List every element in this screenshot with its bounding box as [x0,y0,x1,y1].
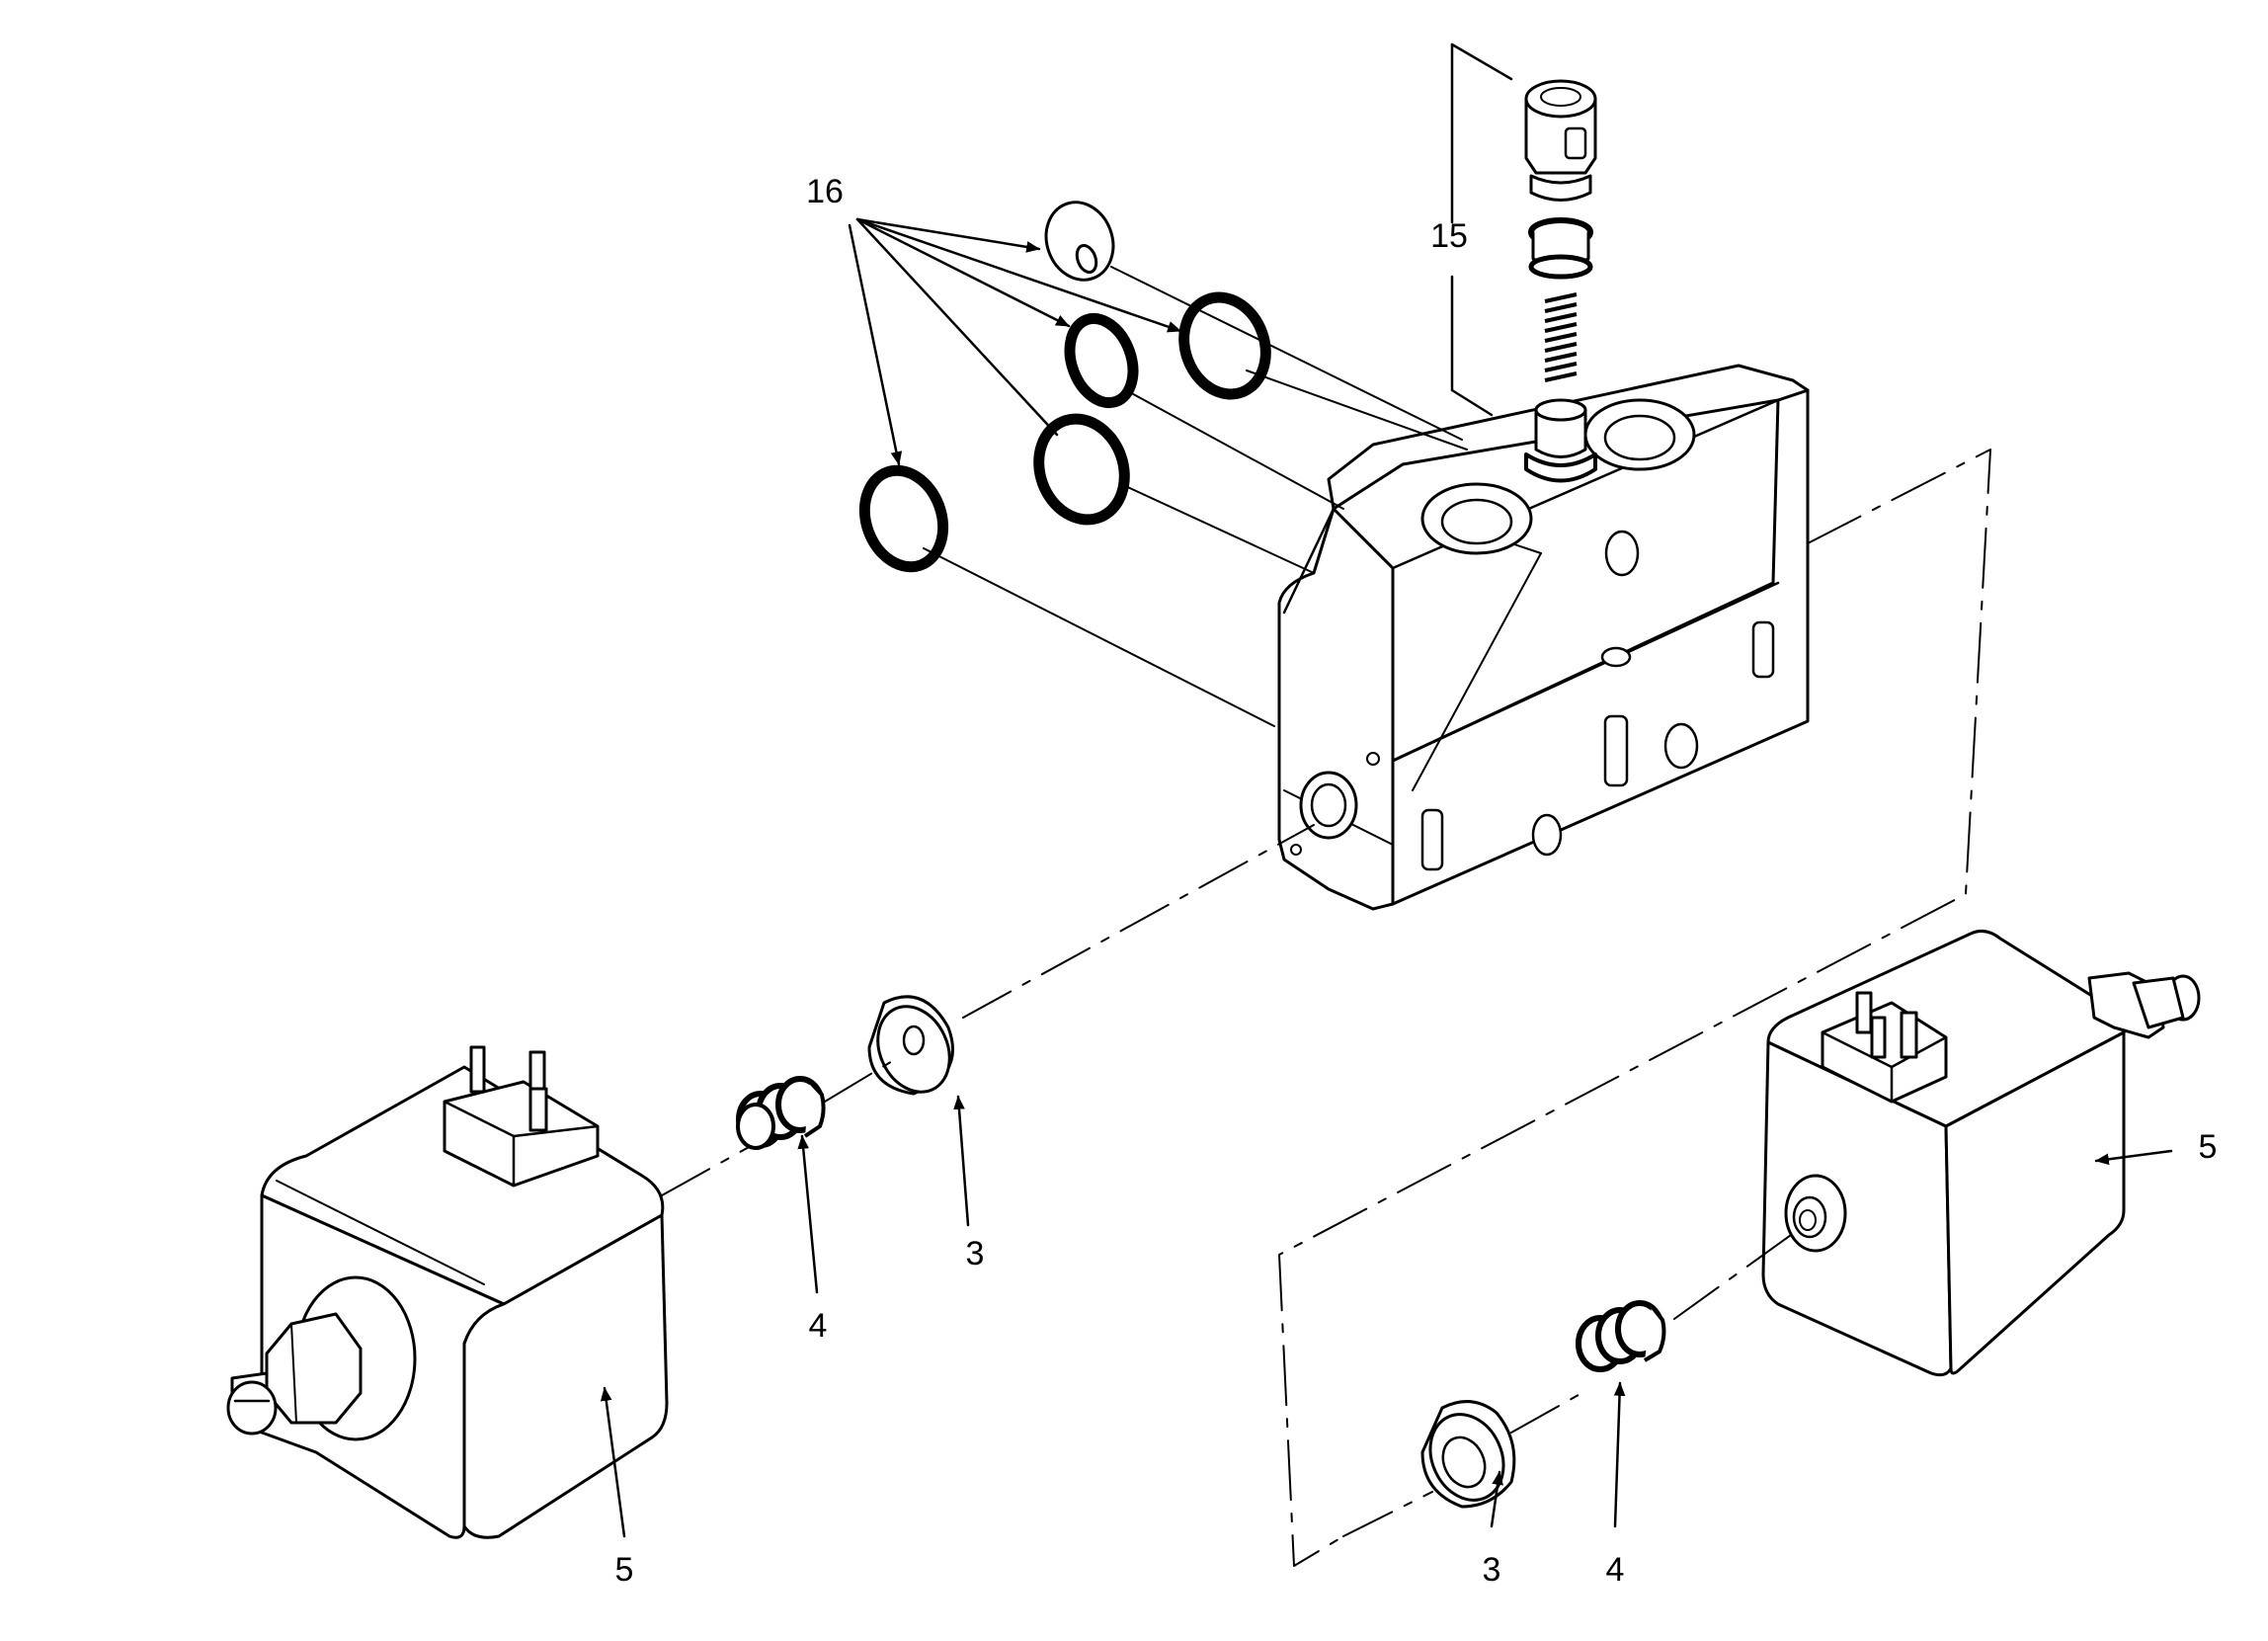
callout-15: 15 [1430,217,1468,255]
right-solenoid-assembly [1342,929,2201,1537]
o-rings [858,201,1468,727]
callout-5-right: 5 [2199,1128,2218,1166]
callout-leaders [600,217,2173,1538]
callout-16: 16 [806,173,844,210]
phantom-alignment-lines [1278,449,1991,1567]
callout-3-right: 3 [1483,1551,1501,1589]
left-solenoid-assembly [226,824,1315,1539]
callout-4-right: 4 [1606,1551,1625,1589]
callout-labels: 16 15 3 4 5 5 3 4 [615,173,2218,1589]
valve-body [1277,364,1810,911]
callout-3-left: 3 [966,1235,985,1272]
callout-4-left: 4 [809,1307,828,1345]
callout-5-left: 5 [615,1551,634,1589]
relief-valve-cartridge [1450,42,1597,483]
